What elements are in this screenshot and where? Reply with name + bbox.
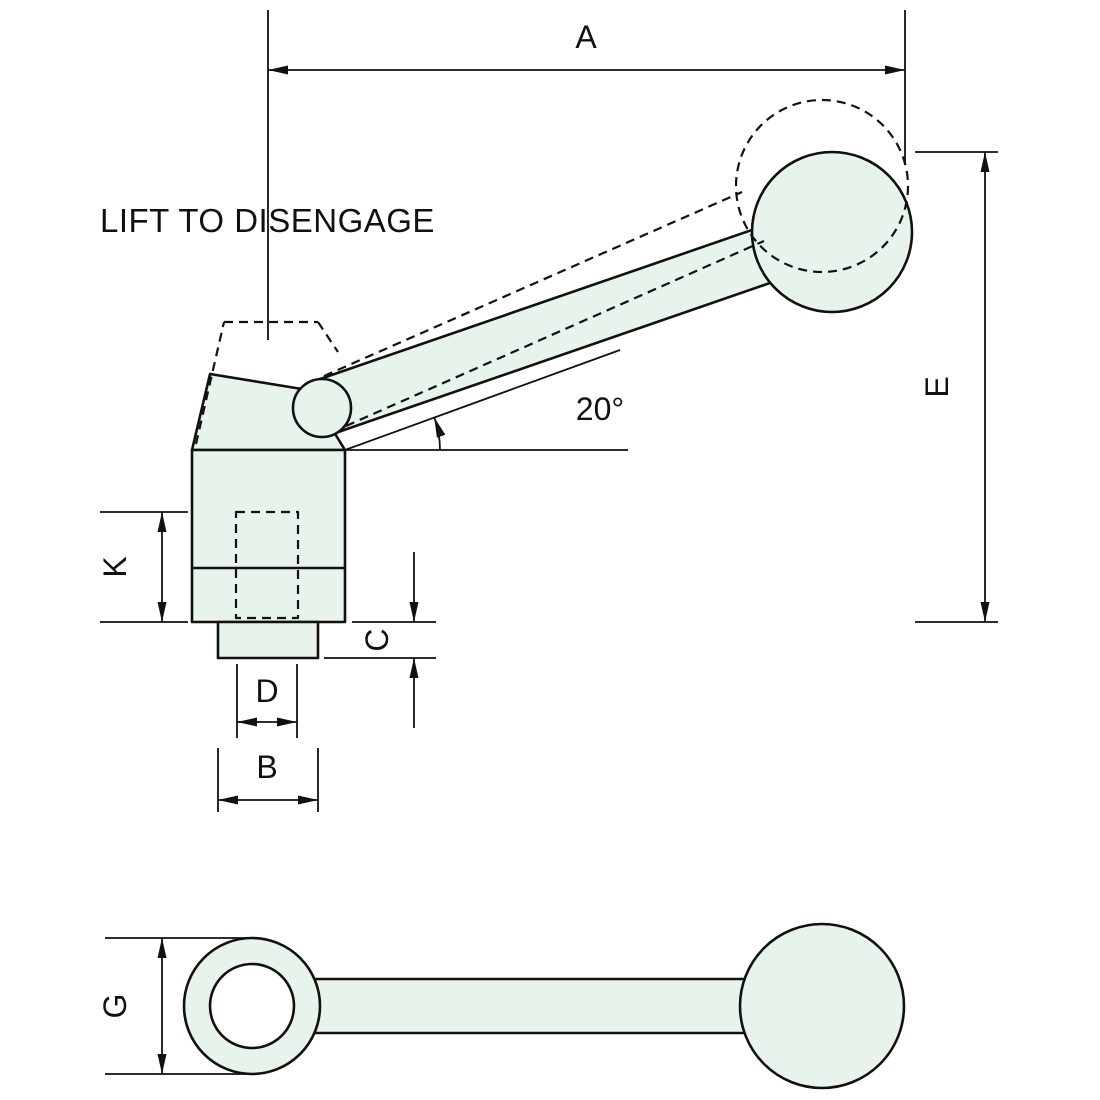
hidden-thread-hole <box>234 510 300 620</box>
angle-label: 20° <box>576 391 624 427</box>
dimension-c: C <box>324 552 436 728</box>
ball-knob-lifted <box>734 98 910 274</box>
lever-pivot-joint <box>291 377 353 439</box>
bottom-boss <box>216 620 320 660</box>
dimension-k: K <box>97 511 188 623</box>
ball-knob <box>750 150 914 314</box>
angle-arc-arrow <box>433 417 446 451</box>
arm-lifted-lower-edge <box>345 239 765 428</box>
dimension-d: D <box>236 664 298 738</box>
dimension-a: A <box>267 10 906 340</box>
dim-d-label: D <box>255 673 278 709</box>
dimension-b: B <box>217 748 319 812</box>
dim-c-label: C <box>359 628 395 651</box>
lever-engaged-solid <box>190 150 914 660</box>
hub-lifted-right-edge <box>317 321 339 353</box>
dimension-g: G <box>97 937 255 1075</box>
dim-a-label: A <box>575 19 597 55</box>
dimension-e: E <box>915 151 998 623</box>
side-view: LIFT TO DISENGAGE 20° A E K <box>97 10 998 812</box>
dim-b-label: B <box>256 749 277 785</box>
dim-e-label: E <box>919 376 955 397</box>
dim-k-label: K <box>97 556 133 577</box>
arm-lifted-upper-edge <box>323 190 743 378</box>
angle-annotation: 20° <box>344 349 628 451</box>
plan-ball-knob <box>738 922 906 1090</box>
hub-body <box>190 448 347 624</box>
plan-hub-bore <box>208 962 296 1050</box>
dim-g-label: G <box>97 994 133 1019</box>
lever-arm <box>311 225 781 436</box>
plan-view: G <box>97 922 906 1090</box>
plan-arm-bar <box>250 977 762 1035</box>
angle-incline-line <box>344 349 621 451</box>
lever-lifted-dashed <box>194 98 910 620</box>
hub-lifted-left-edge <box>194 321 226 445</box>
